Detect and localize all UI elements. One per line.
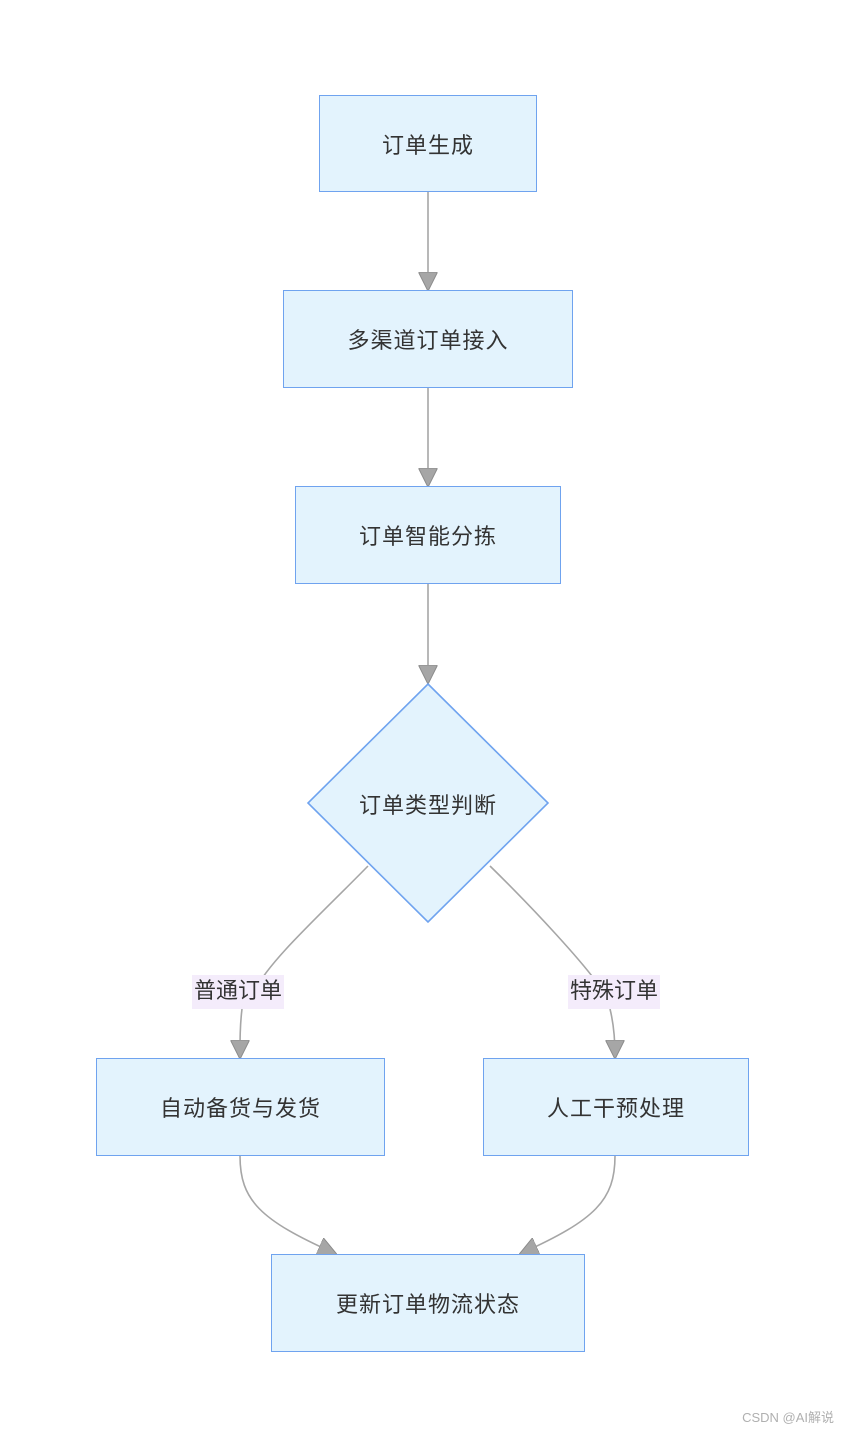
node-multi-channel: 多渠道订单接入 bbox=[283, 290, 573, 388]
node-smart-sorting: 订单智能分拣 bbox=[295, 486, 561, 584]
node-multi-channel-label: 多渠道订单接入 bbox=[347, 329, 509, 354]
node-order-created-label: 订单生成 bbox=[381, 133, 474, 159]
node-update-status-label: 更新订单物流状态 bbox=[335, 1293, 520, 1318]
node-auto-ship-label: 自动备货与发货 bbox=[159, 1097, 321, 1122]
edge-decision-to-auto bbox=[240, 865, 369, 1056]
node-order-created: 订单生成 bbox=[319, 95, 537, 192]
edge-label-special: 特殊订单 bbox=[568, 975, 661, 1009]
node-smart-sorting-label: 订单智能分拣 bbox=[358, 525, 497, 550]
edge-auto-to-update bbox=[239, 1155, 334, 1253]
node-manual-label: 人工干预处理 bbox=[546, 1097, 685, 1122]
edge-decision-to-manual bbox=[489, 865, 615, 1056]
decision-diamond bbox=[306, 682, 550, 924]
edge-manual-to-update bbox=[522, 1155, 616, 1253]
edge-label-normal: 普通订单 bbox=[192, 975, 285, 1009]
node-type-decision-label: 订单类型判断 bbox=[358, 794, 497, 819]
watermark: CSDN @AI解说 bbox=[742, 1410, 834, 1425]
node-update-status: 更新订单物流状态 bbox=[271, 1254, 585, 1352]
node-auto-ship: 自动备货与发货 bbox=[96, 1058, 385, 1156]
node-manual: 人工干预处理 bbox=[483, 1058, 749, 1156]
